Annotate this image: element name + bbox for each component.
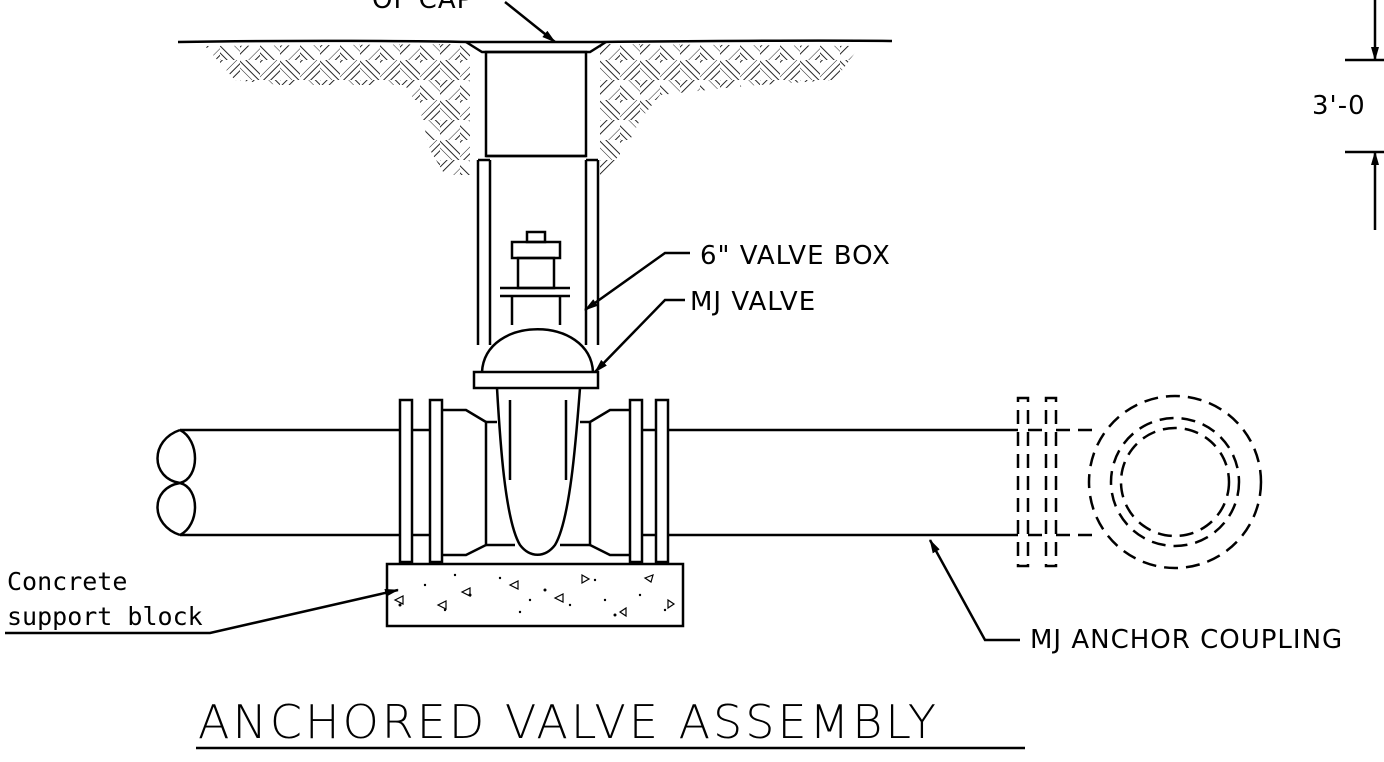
ground-line [177,39,893,44]
left-pipe [156,428,400,537]
valve-box-label: 6" VALVE BOX [700,241,891,271]
anchor-coupling-label: MJ ANCHOR COUPLING [1030,625,1343,655]
concrete-label-line2: support block [7,602,203,631]
soil-hatching [205,44,860,175]
mj-valve-label: MJ VALVE [690,287,816,317]
leader-lines [5,1,1020,642]
dimension-label: 3'-0 [1312,91,1366,121]
dimension-marker [1345,0,1384,230]
valve-stem [500,230,570,325]
valve-bonnet [472,328,600,390]
mj-joint-right [560,398,670,564]
mj-anchor-coupling [1016,394,1263,570]
mj-joint-left [398,398,515,564]
concrete-support-block [385,562,685,628]
right-pipe [668,428,1018,537]
valve-box [476,158,600,345]
valve-box-cap [465,40,607,158]
valve-body [495,387,582,556]
concrete-label-line1: Concrete [7,567,127,596]
drawing-title: ANCHORED VALVE ASSEMBLY [198,695,939,749]
cap-label: OF CAP [372,0,473,15]
